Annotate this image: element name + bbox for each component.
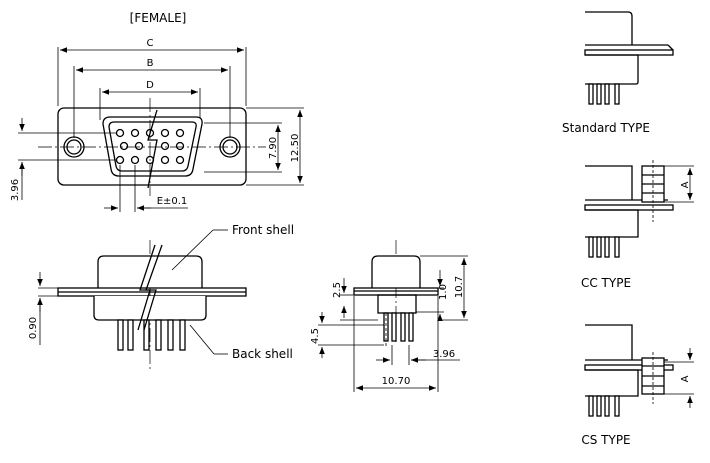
cc-type-view: A CC TYPE [581,160,694,290]
end-view: 2.5 4.5 1.0 10.7 [310,240,468,392]
front-view: [FEMALE] C B D [10,11,304,212]
side-view: 0.90 Front shell Back shell [28,223,294,370]
section-break [147,109,158,189]
dim-3-96-vertical: 3.96 [10,118,116,201]
end-view-shell [371,255,421,288]
dim-10-70-label: 10.70 [382,376,411,387]
dim-c-label: C [147,38,154,49]
dim-1-0-label: 1.0 [438,284,449,300]
dim-1-0: 1.0 [416,270,449,321]
d-sub-shell [102,116,203,177]
standard-type-label: Standard TYPE [562,121,650,135]
dim-3-96-horizontal-label: 3.96 [433,349,455,360]
pin-contacts [115,128,185,165]
cs-type-label: CS TYPE [581,433,630,447]
dim-c: C [57,38,247,106]
cs-type-view: A CS TYPE [581,324,694,447]
dim-0-90-label: 0.90 [28,317,39,339]
dim-d: D [99,80,201,120]
dim-4-5: 4.5 [310,312,384,358]
standard-type-view: Standard TYPE [562,11,674,135]
dim-2-5: 2.5 [332,278,378,321]
cc-type-label: CC TYPE [581,276,631,290]
dim-7-90: 7.90 [204,122,282,173]
front-flange [57,107,247,186]
dim-a-cc: A [664,165,694,203]
front-shell-label: Front shell [232,223,294,237]
dim-10-7-label: 10.7 [454,276,465,298]
dim-12-50: 12.50 [246,107,304,186]
dim-10-7: 10.7 [420,255,468,321]
dim-b-label: B [147,58,154,69]
front-shell [97,255,203,288]
cs-pins [588,395,620,417]
side-pins [117,319,186,351]
dim-d-label: D [146,80,154,91]
dim-10-70: 10.70 [353,296,439,392]
dim-e: E±0.1 [104,165,188,212]
back-shell-label: Back shell [232,347,293,361]
cc-pins [588,236,620,258]
dim-0-90: 0.90 [28,272,58,345]
dim-3-96-horizontal: 3.96 [376,345,460,365]
dim-a-cs-label: A [680,375,691,382]
dim-7-90-label: 7.90 [268,137,279,159]
dim-a-cc-label: A [680,181,691,188]
dim-a-cs: A [664,348,694,408]
front-shell-callout: Front shell [171,223,294,271]
back-shell-callout: Back shell [189,324,293,361]
dim-e-label: E±0.1 [157,196,188,207]
dim-2-5-label: 2.5 [332,282,343,298]
standard-pins [588,83,620,105]
female-label: [FEMALE] [130,11,187,25]
dim-4-5-label: 4.5 [310,328,321,344]
dim-b: B [73,58,231,138]
dim-12-50-label: 12.50 [290,134,301,163]
dim-3-96-vertical-label: 3.96 [10,179,21,201]
